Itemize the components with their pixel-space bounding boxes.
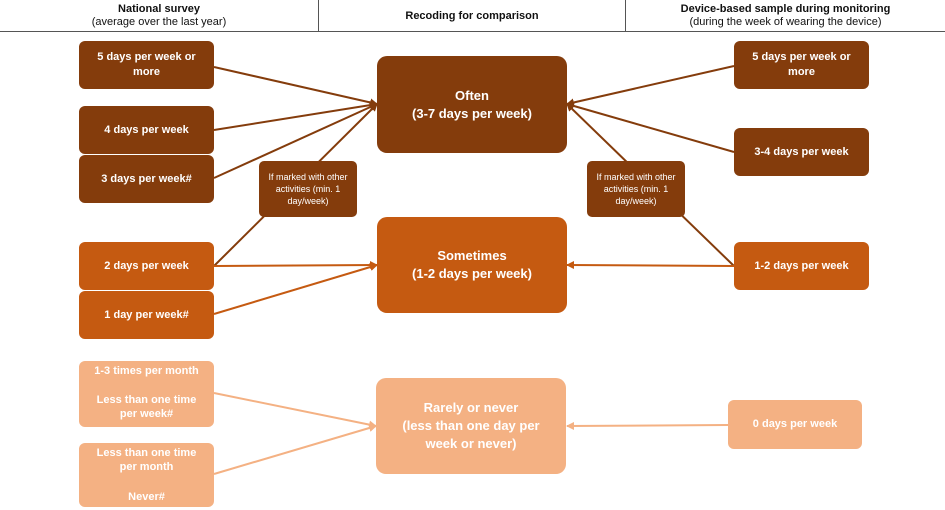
left-1-3-month-label: 1-3 times per month [94, 365, 199, 377]
arrow-right-0days-to-rarely [566, 421, 729, 430]
left-rare-box: Less than one time per month Never# [79, 443, 214, 507]
arrow-right-5days-to-often [566, 65, 735, 107]
right-5-days-label: 5 days per week or more [752, 51, 851, 78]
left-3-days-label: 3 days per week# [101, 172, 192, 185]
header-recoding: Recoding for comparison [319, 0, 625, 32]
left-2-days-label: 2 days per week [104, 259, 189, 272]
right-0-days-box: 0 days per week [728, 400, 862, 449]
rarely-category-box: Rarely or never (less than one day per w… [376, 378, 566, 474]
header-national-title: National survey [118, 3, 200, 15]
left-4-days-box: 4 days per week [79, 106, 214, 154]
right-condition-note: If marked with other activities (min. 1 … [587, 161, 685, 217]
left-3-days-box: 3 days per week# [79, 155, 214, 203]
sometimes-title: Sometimes [437, 248, 507, 263]
left-less-than-week-label: Less than one time per week# [96, 394, 197, 420]
header-national-subtitle: (average over the last year) [91, 16, 227, 28]
header-separator-left [318, 0, 319, 32]
left-5-days-box: 5 days per week or more [79, 41, 214, 89]
right-3-4-days-box: 3-4 days per week [734, 128, 869, 176]
rarely-title: Rarely or never [423, 400, 519, 415]
left-never-label: Never# [128, 491, 165, 503]
header-device-subtitle: (during the week of wearing the device) [689, 16, 882, 28]
arrow-left-3days-to-often [213, 103, 378, 179]
arrow-left-1day-to-sometimes [213, 263, 378, 315]
left-4-days-label: 4 days per week [104, 123, 189, 136]
right-5-days-box: 5 days per week or more [734, 41, 869, 89]
arrow-left-month-to-rarely [213, 392, 377, 429]
header-device-title: Device-based sample during monitoring [680, 3, 891, 15]
right-0-days-label: 0 days per week [752, 418, 838, 430]
arrow-left-2days-to-sometimes [213, 261, 378, 270]
right-3-4-days-label: 3-4 days per week [754, 145, 849, 158]
header-separator-right [625, 0, 626, 32]
often-category-box: Often (3-7 days per week) [377, 56, 567, 153]
arrow-left-ltmonth-to-rarely [213, 424, 377, 475]
often-range: (3-7 days per week) [412, 105, 532, 121]
header-national-survey: National survey (average over the last y… [0, 0, 318, 32]
arrow-right-12days-to-sometimes [566, 261, 735, 270]
sometimes-category-box: Sometimes (1-2 days per week) [377, 217, 567, 313]
right-1-2-days-box: 1-2 days per week [734, 242, 869, 290]
left-less-than-month-label: Less than one time per month [96, 447, 197, 473]
right-condition-note-text: If marked with other activities (min. 1 … [596, 172, 676, 206]
left-5-days-label: 5 days per week or more [97, 51, 196, 78]
right-1-2-days-label: 1-2 days per week [754, 259, 849, 272]
header-recoding-title: Recoding for comparison [405, 10, 539, 22]
left-condition-note-text: If marked with other activities (min. 1 … [268, 172, 348, 206]
sometimes-range: (1-2 days per week) [412, 266, 532, 281]
rarely-range: (less than one day per week or never) [402, 418, 540, 451]
left-1-day-box: 1 day per week# [79, 291, 214, 339]
arrow-right-34days-to-often [566, 102, 735, 153]
left-monthly-box: 1-3 times per month Less than one time p… [79, 361, 214, 427]
left-condition-note: If marked with other activities (min. 1 … [259, 161, 357, 217]
often-title: Often [455, 87, 489, 103]
arrow-left-5days-to-often [213, 66, 378, 107]
header-device-sample: Device-based sample during monitoring (d… [626, 0, 945, 32]
left-1-day-label: 1 day per week# [104, 308, 189, 321]
left-2-days-box: 2 days per week [79, 242, 214, 290]
arrow-left-4days-to-often [213, 101, 378, 131]
